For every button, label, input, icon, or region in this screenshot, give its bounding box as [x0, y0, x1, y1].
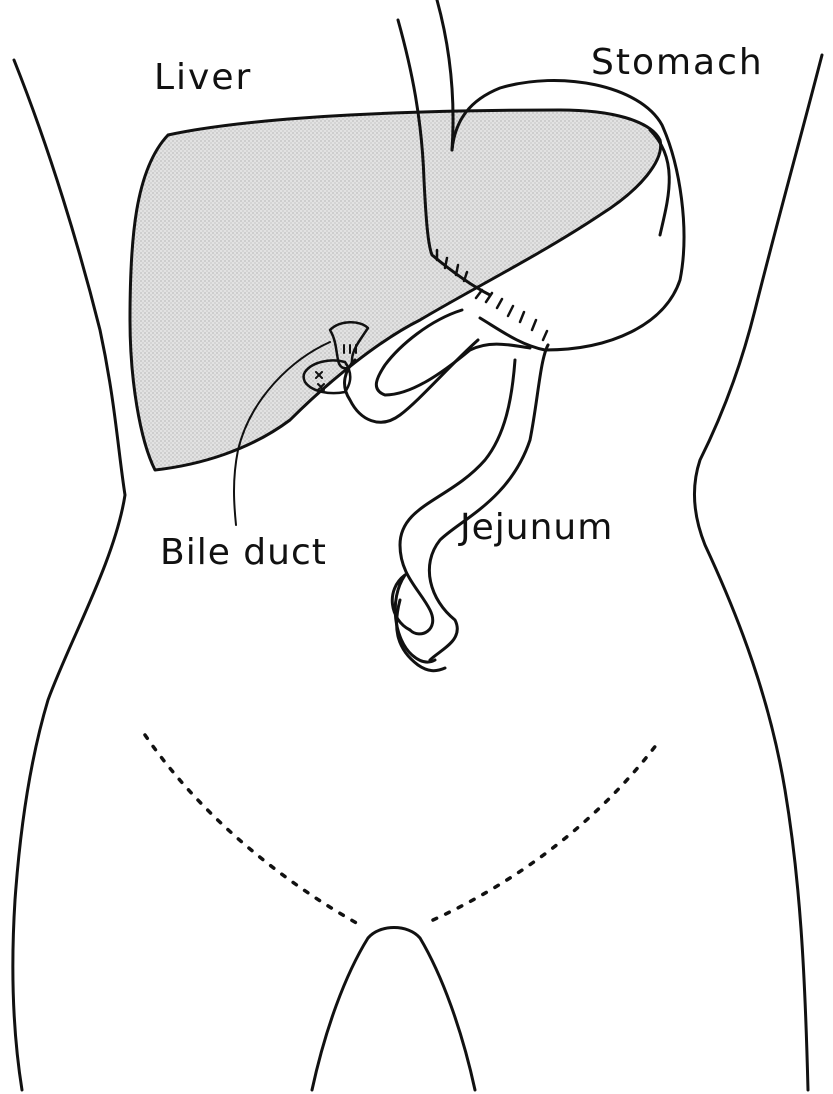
- liver-shape: [130, 110, 661, 470]
- jejunum-loop-outer: [429, 345, 548, 660]
- inguinal-line-right: [433, 740, 660, 920]
- stomach-label: Stomach: [591, 45, 764, 81]
- inguinal-line-left: [145, 735, 360, 925]
- groin-outline: [312, 928, 475, 1091]
- body-outline-right: [695, 55, 822, 1090]
- jejunum-label: Jejunum: [460, 510, 613, 546]
- liver-label: Liver: [154, 60, 252, 96]
- bile-duct-label: Bile duct: [160, 535, 327, 571]
- jejunum-tail: [392, 575, 435, 662]
- body-outline-left: [13, 60, 125, 1090]
